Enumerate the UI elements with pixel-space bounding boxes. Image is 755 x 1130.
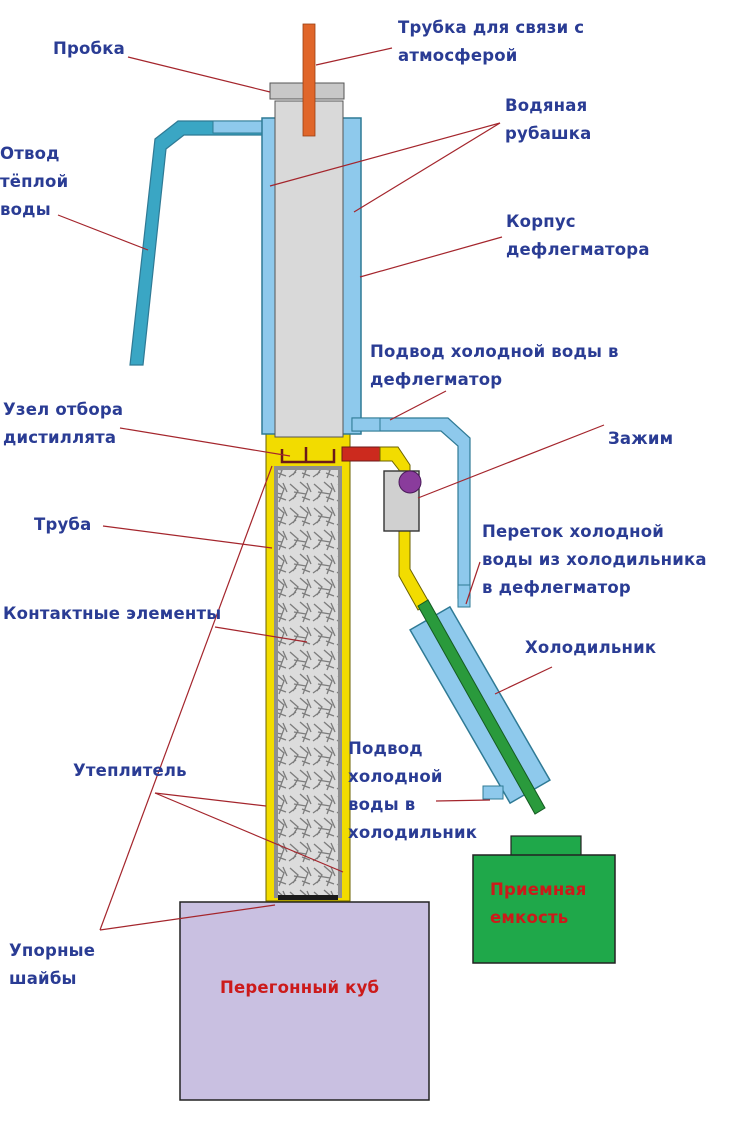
- label-contact-elements: Контактные элементы: [3, 604, 222, 623]
- clamp-knob: [398, 470, 422, 494]
- thrust-washer-bottom: [278, 895, 338, 900]
- cold-water-inlet-cooler: [482, 785, 504, 800]
- leader-uteplitel-2: [154, 792, 344, 873]
- label-receiver: Приемная емкость: [490, 880, 587, 927]
- cooler-inner-tube: [417, 599, 546, 815]
- leader-uteplitel-1: [154, 792, 267, 807]
- leader-zazhim: [417, 424, 605, 499]
- leader-peretok: [465, 561, 481, 605]
- leader-probka: [127, 56, 271, 93]
- warm-water-nozzle: [212, 120, 264, 134]
- label-clamp: Зажим: [608, 429, 674, 448]
- leader-podvod-defl: [389, 390, 447, 421]
- warm-water-outlet: [129, 120, 264, 366]
- distillate-tap-node: [280, 449, 336, 464]
- label-water-jacket: Водяная рубашка: [505, 96, 592, 143]
- label-warm-water-outlet: Отвод тёплой воды: [0, 144, 69, 219]
- label-overflow: Переток холодной воды из холодильника в …: [482, 522, 707, 597]
- label-cold-water-cooler: Подвод холодной воды в холодильник: [348, 739, 478, 842]
- leader-uzel: [119, 427, 291, 457]
- contact-elements: [278, 470, 338, 896]
- leader-rubashka-1: [269, 122, 501, 187]
- label-atmosphere-tube: Трубка для связи с атмосферой: [398, 18, 585, 65]
- label-boiler: Перегонный куб: [220, 978, 380, 997]
- label-distillate-node: Узел отбора дистиллята: [3, 400, 124, 447]
- boiler: [179, 901, 430, 1101]
- leader-kontakt: [214, 626, 308, 643]
- vent-tube: [302, 23, 316, 137]
- leader-truba: [102, 525, 273, 549]
- leader-rubashka-2: [353, 122, 501, 213]
- distillate-tap-pipe: [341, 446, 381, 462]
- leader-korpus: [359, 236, 503, 278]
- leader-podvod-kholod: [435, 799, 491, 802]
- leader-shaiby-1: [99, 465, 273, 931]
- label-thrust-washers: Упорные шайбы: [9, 941, 96, 988]
- leader-kholod: [494, 666, 553, 695]
- label-probka: Пробка: [53, 39, 126, 58]
- leader-shaiby-2: [99, 904, 276, 931]
- label-pipe: Труба: [34, 515, 92, 534]
- label-cooler: Холодильник: [525, 638, 657, 657]
- leader-otvod: [57, 214, 149, 251]
- label-dephlegmator-body: Корпус дефлегматора: [506, 212, 650, 259]
- receiver: [472, 854, 616, 964]
- cold-water-inlet-dephlegmator: [351, 417, 381, 432]
- label-cold-water-dephlegmator: Подвод холодной воды в дефлегматор: [370, 342, 619, 389]
- dephlegmator-inner-tube: [274, 100, 344, 438]
- receiver-neck: [510, 835, 582, 857]
- label-insulation: Утеплитель: [73, 761, 187, 780]
- leader-trubka: [315, 47, 393, 66]
- leader-lines: [57, 47, 605, 931]
